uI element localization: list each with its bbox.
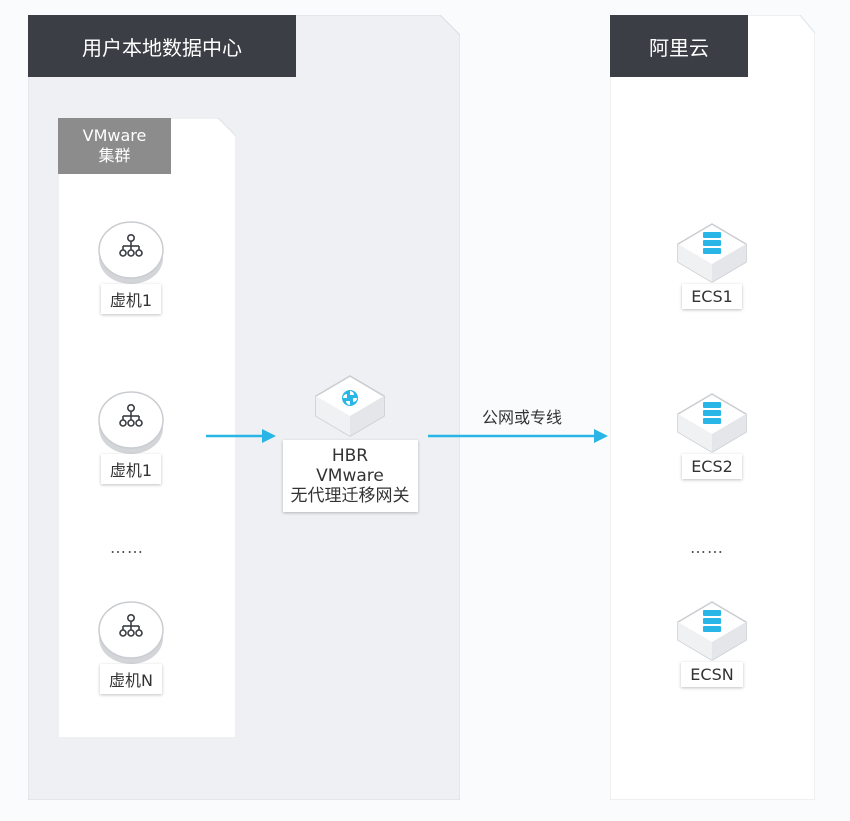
- arrow-cluster-to-gateway: [206, 429, 276, 443]
- arrow-gateway-to-cloud: [428, 429, 608, 443]
- vm-node-1: 虚机1: [95, 218, 167, 314]
- ecs-node-n: ECSN: [674, 600, 750, 687]
- hbr-gateway-line3: 无代理迁移网关: [290, 486, 410, 506]
- ecs-node-2: ECS2: [674, 392, 750, 479]
- link-label: 公网或专线: [482, 408, 563, 427]
- ecs-server-icon: [677, 601, 747, 661]
- ecs-server-icon: [677, 223, 747, 283]
- ecs-label-1: ECS1: [682, 284, 742, 309]
- vm-network-icon: [98, 221, 164, 284]
- ecs-ellipsis: ……: [690, 538, 724, 557]
- cloud-title: 阿里云: [610, 15, 748, 77]
- hbr-gateway-line2: VMware: [316, 466, 384, 486]
- ecs-label-n: ECSN: [681, 662, 743, 687]
- hbr-gateway-label: HBR VMware 无代理迁移网关: [282, 440, 418, 512]
- vmware-cluster-title-line2: 集群: [98, 146, 131, 165]
- vm-node-2: 虚机1: [95, 388, 167, 484]
- ecs-label-2: ECS2: [682, 454, 742, 479]
- vm-ellipsis: ……: [110, 538, 144, 557]
- vmware-cluster-title: VMware 集群: [58, 118, 171, 174]
- hbr-gateway-line1: HBR: [331, 446, 369, 466]
- vm-label-1: 虚机1: [100, 284, 162, 314]
- vm-network-icon: [98, 391, 164, 454]
- hbr-gateway-icon: [315, 375, 385, 437]
- vm-network-icon: [98, 601, 164, 664]
- vm-label-n: 虚机N: [100, 664, 162, 694]
- vm-label-2: 虚机1: [100, 454, 162, 484]
- ecs-node-1: ECS1: [674, 222, 750, 309]
- vmware-cluster-title-line1: VMware: [82, 126, 147, 145]
- vm-node-n: 虚机N: [95, 598, 167, 694]
- hbr-gateway-node: HBR VMware 无代理迁移网关: [272, 374, 428, 512]
- local-datacenter-title: 用户本地数据中心: [28, 15, 296, 77]
- ecs-server-icon: [677, 393, 747, 453]
